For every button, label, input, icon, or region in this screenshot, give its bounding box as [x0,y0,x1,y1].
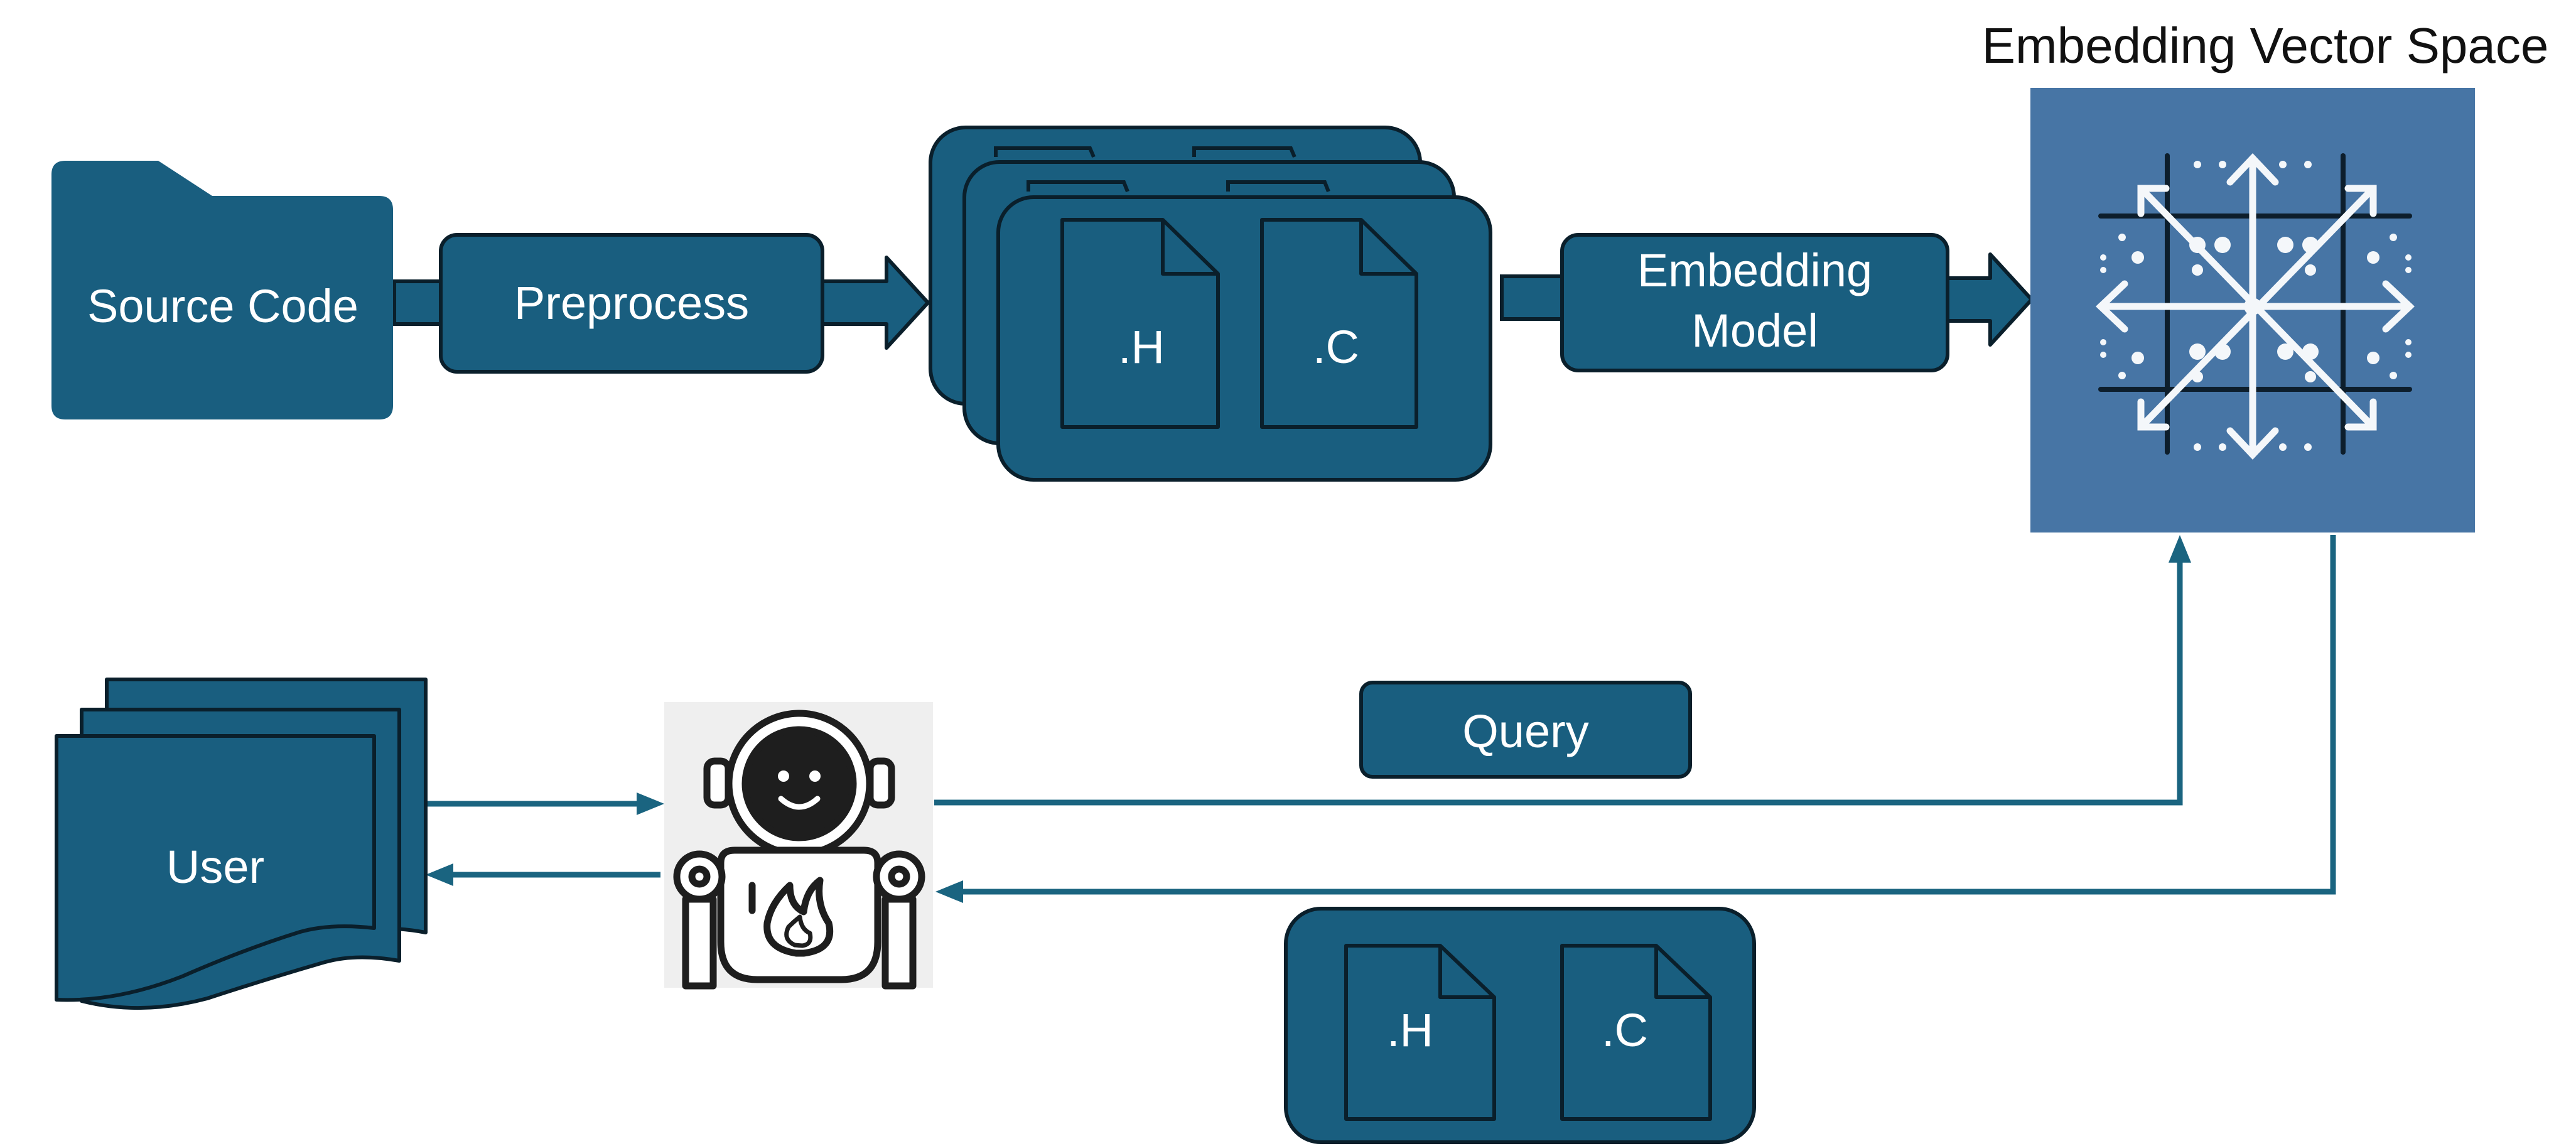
edge-user-to-robot-head [637,792,664,815]
robot-node [664,702,933,990]
edge-vectorspace-to-robot-head [935,880,963,903]
preprocess-box [439,233,824,374]
retrieved-files-node: .H .C [1284,907,1756,1144]
vector-space-node: Embedding Vector Space [1982,18,2549,532]
retrieved-source-file-icon: .C [1560,944,1712,1121]
user-node: User [55,678,428,1010]
edges [392,252,2336,903]
retrieved-header-file-label: .H [1387,1004,1433,1056]
source-code-label: Source Code [87,280,358,332]
vector-space-grid-icon [2096,153,2415,460]
edge-vectorspace-to-robot [961,535,2336,895]
source-file-label: .C [1313,321,1359,373]
edge-robot-to-vectorspace [934,560,2183,806]
query-box [1359,681,1692,779]
file-chunks-stack: .H .C [929,126,1492,482]
chunk-mid-file-tab-left [1027,180,1129,193]
source-code-node: Source Code [51,161,393,419]
query-node: Query [1359,681,1692,779]
edge-robot-to-user-head [426,863,453,886]
vector-space-title: Embedding Vector Space [1982,18,2549,73]
chunk-back-file-tab-left [994,146,1096,158]
user-label: User [166,841,264,893]
preprocess-node: Preprocess [439,233,824,374]
edge-preprocess-to-chunks [821,256,930,350]
source-file-icon: .C [1260,218,1418,429]
robot-mascot-icon [673,710,925,990]
header-file-icon: .H [1060,218,1220,429]
embedding-model-node: Embedding Model [1560,233,1949,372]
edge-robot-to-vectorspace-head [2169,535,2191,563]
chunk-back-file-tab-right [1192,146,1296,158]
preprocess-label: Preprocess [514,277,749,329]
retrieved-header-file-icon: .H [1344,944,1496,1121]
header-file-label: .H [1118,321,1165,373]
embedding-model-label-line1: Embedding [1637,244,1872,296]
embedding-model-label-line2: Model [1691,305,1818,357]
edge-embedding-to-vectorspace [1944,252,2034,347]
embedding-model-box [1560,233,1949,372]
retrieved-source-file-label: .C [1602,1004,1648,1056]
edge-source-to-preprocess [392,279,444,326]
query-label: Query [1462,705,1589,757]
edge-chunks-to-embedding [1500,274,1564,321]
chunk-mid-file-tab-right [1226,180,1330,193]
folder-icon [51,161,393,419]
user-doc-front [55,734,376,1002]
